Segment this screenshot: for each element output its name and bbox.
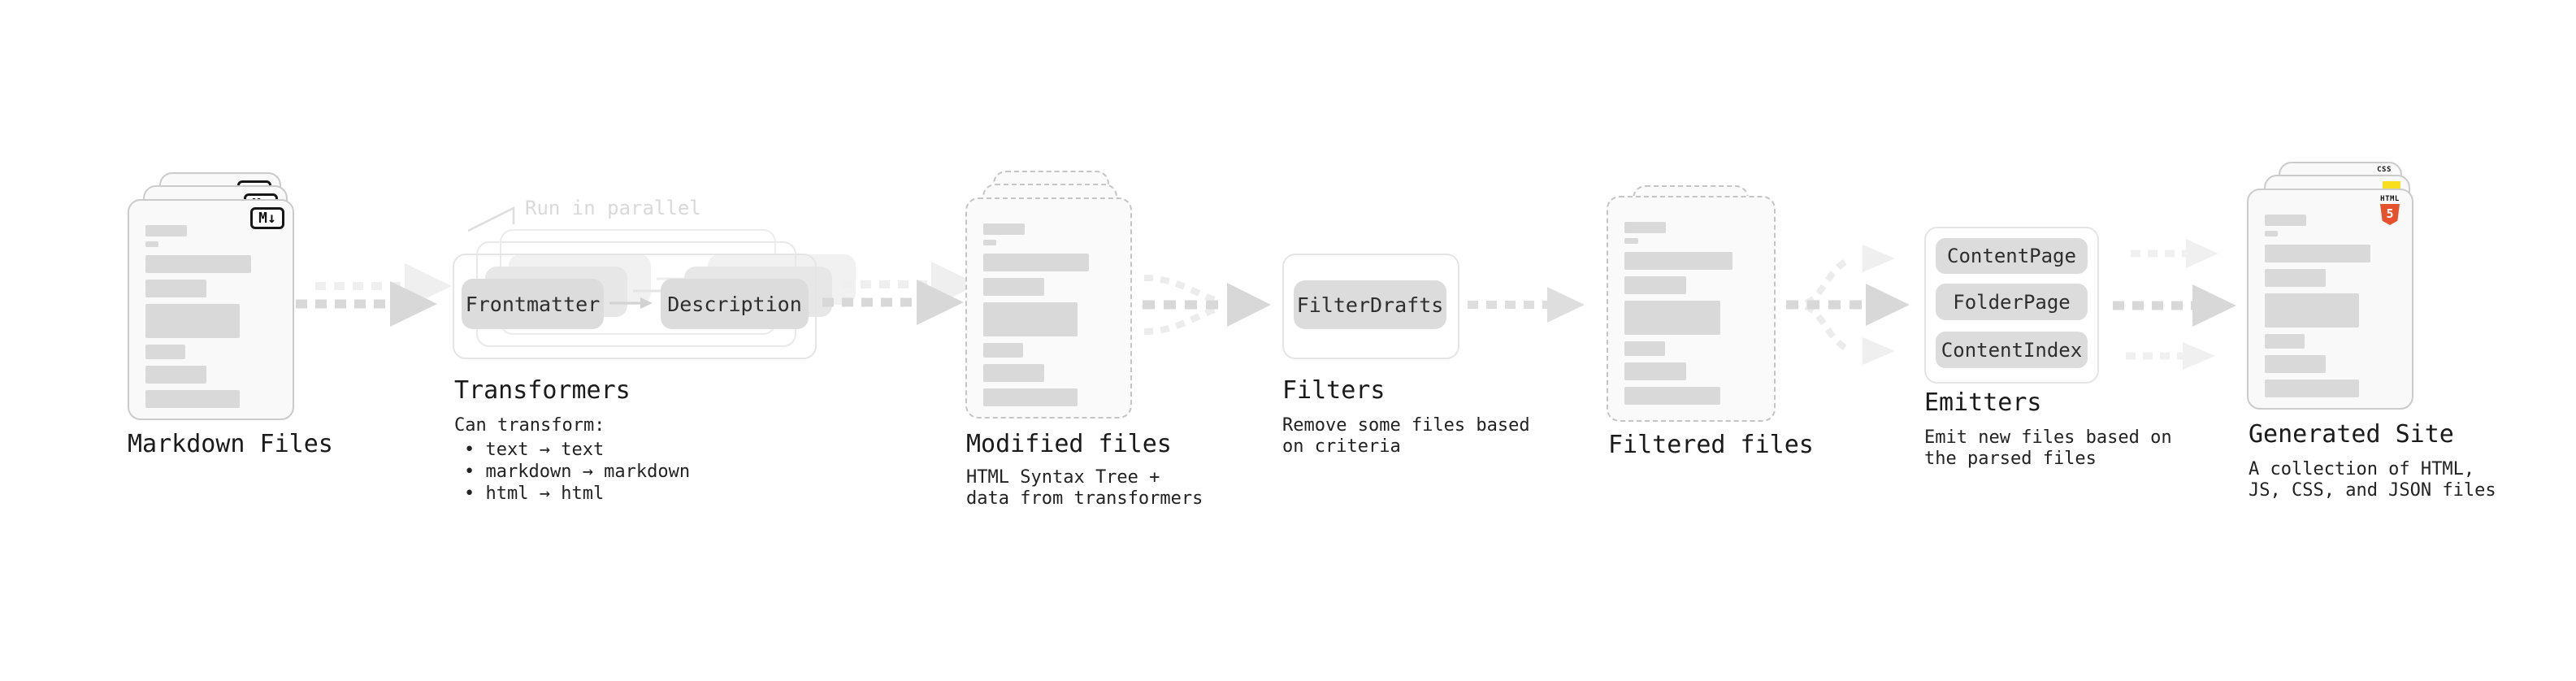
text-placeholder-bar bbox=[1624, 362, 1687, 380]
stage-title-filtered-files: Filtered files bbox=[1608, 431, 1814, 459]
small-arrow-icon bbox=[609, 297, 653, 309]
emitter-pill-contentpage: ContentPage bbox=[1936, 238, 2088, 274]
text-placeholder-bar bbox=[145, 225, 187, 236]
text-placeholder-bar bbox=[1624, 252, 1733, 270]
text-placeholder-bar bbox=[145, 345, 185, 359]
text-placeholder-bar bbox=[2265, 355, 2326, 373]
doc-skeleton-bars bbox=[1624, 222, 1759, 405]
transformers-desc-heading: Can transform: bbox=[454, 415, 605, 436]
desc-line: data from transformers bbox=[966, 488, 1203, 509]
run-in-parallel-label: Run in parallel bbox=[525, 197, 701, 219]
text-placeholder-bar bbox=[1624, 341, 1665, 356]
text-placeholder-bar bbox=[1624, 387, 1720, 405]
transformers-bullet-list: • text → text • markdown → markdown • ht… bbox=[464, 439, 690, 505]
text-placeholder-bar bbox=[2265, 245, 2371, 262]
text-placeholder-bar bbox=[983, 388, 1078, 406]
html5-logo-icon: HTML 5 bbox=[2378, 195, 2402, 225]
text-placeholder-bar bbox=[1624, 301, 1720, 335]
desc-line: Emit new files based on bbox=[1924, 427, 2172, 448]
text-placeholder-bar bbox=[2265, 231, 2279, 236]
stage-title-modified-files: Modified files bbox=[966, 430, 1172, 458]
text-placeholder-bar bbox=[2265, 334, 2305, 349]
text-placeholder-bar bbox=[1624, 222, 1667, 233]
css-badge-label: CSS bbox=[2377, 166, 2392, 174]
dashed-diverge-arrow-icon bbox=[1786, 245, 1910, 365]
text-placeholder-bar bbox=[983, 343, 1023, 358]
modified-file-card-front bbox=[965, 197, 1132, 419]
text-placeholder-bar bbox=[145, 255, 252, 273]
bullet-item: • text → text bbox=[464, 440, 605, 460]
text-placeholder-bar bbox=[145, 366, 206, 384]
desc-line: on criteria bbox=[1282, 436, 1401, 457]
text-placeholder-bar bbox=[1624, 276, 1687, 294]
annotation-leader-line bbox=[467, 206, 515, 232]
desc-line: JS, CSS, and JSON files bbox=[2249, 480, 2496, 501]
dashed-double-arrow-icon bbox=[822, 262, 978, 325]
doc-skeleton-bars bbox=[145, 225, 278, 408]
desc-line: the parsed files bbox=[1924, 449, 2097, 469]
doc-skeleton-bars bbox=[983, 223, 1116, 406]
generated-site-desc: A collection of HTML, JS, CSS, and JSON … bbox=[2249, 459, 2496, 501]
text-placeholder-bar bbox=[983, 223, 1025, 235]
text-placeholder-bar bbox=[983, 364, 1044, 382]
modified-files-desc: HTML Syntax Tree + data from transformer… bbox=[966, 467, 1203, 510]
stage-title-filters: Filters bbox=[1282, 376, 1386, 405]
text-placeholder-bar bbox=[2265, 380, 2359, 397]
stage-title-transformers: Transformers bbox=[454, 376, 631, 405]
text-placeholder-bar bbox=[1624, 238, 1638, 244]
markdown-file-card-front: M↓ bbox=[128, 199, 294, 420]
stage-title-generated-site: Generated Site bbox=[2249, 420, 2454, 449]
transformer-pill-frontmatter: Frontmatter bbox=[462, 279, 604, 329]
emitter-pill-contentindex: ContentIndex bbox=[1936, 332, 2088, 368]
bullet-item: • markdown → markdown bbox=[464, 462, 691, 482]
dashed-converge-arrow-icon bbox=[1143, 275, 1271, 335]
emitters-desc: Emit new files based on the parsed files bbox=[1924, 427, 2172, 470]
doc-skeleton-bars bbox=[2265, 215, 2397, 397]
html5-logo-label: HTML bbox=[2380, 195, 2400, 203]
text-placeholder-bar bbox=[145, 280, 206, 297]
text-placeholder-bar bbox=[983, 254, 1090, 271]
transformer-pill-description: Description bbox=[661, 279, 809, 329]
text-placeholder-bar bbox=[983, 240, 997, 245]
bullet-item: • html → html bbox=[464, 484, 605, 504]
desc-line: HTML Syntax Tree + bbox=[966, 467, 1160, 488]
stage-title-emitters: Emitters bbox=[1924, 388, 2042, 417]
filtered-file-card-front bbox=[1607, 196, 1776, 422]
js-badge-icon bbox=[2383, 181, 2400, 190]
desc-line: Remove some files based bbox=[1282, 415, 1530, 436]
text-placeholder-bar bbox=[145, 390, 240, 408]
text-placeholder-bar bbox=[145, 241, 159, 247]
stage-title-markdown-files: Markdown Files bbox=[128, 430, 333, 458]
dashed-triple-arrow-icon bbox=[2113, 239, 2236, 370]
markdown-icon: M↓ bbox=[250, 207, 284, 229]
filter-pill-filterdrafts: FilterDrafts bbox=[1294, 280, 1446, 329]
text-placeholder-bar bbox=[983, 278, 1044, 296]
text-placeholder-bar bbox=[2265, 293, 2359, 327]
emitter-pill-folderpage: FolderPage bbox=[1936, 284, 2088, 320]
desc-line: A collection of HTML, bbox=[2249, 459, 2475, 479]
transformer-card-front bbox=[453, 254, 817, 359]
text-placeholder-bar bbox=[2265, 215, 2306, 226]
dashed-arrow-icon bbox=[1468, 287, 1585, 323]
text-placeholder-bar bbox=[2265, 269, 2326, 287]
site-file-card-html: HTML 5 bbox=[2247, 189, 2413, 410]
text-placeholder-bar bbox=[983, 302, 1078, 336]
text-placeholder-bar bbox=[145, 304, 240, 338]
filters-desc: Remove some files based on criteria bbox=[1282, 415, 1530, 458]
dashed-double-arrow-icon bbox=[296, 263, 452, 327]
